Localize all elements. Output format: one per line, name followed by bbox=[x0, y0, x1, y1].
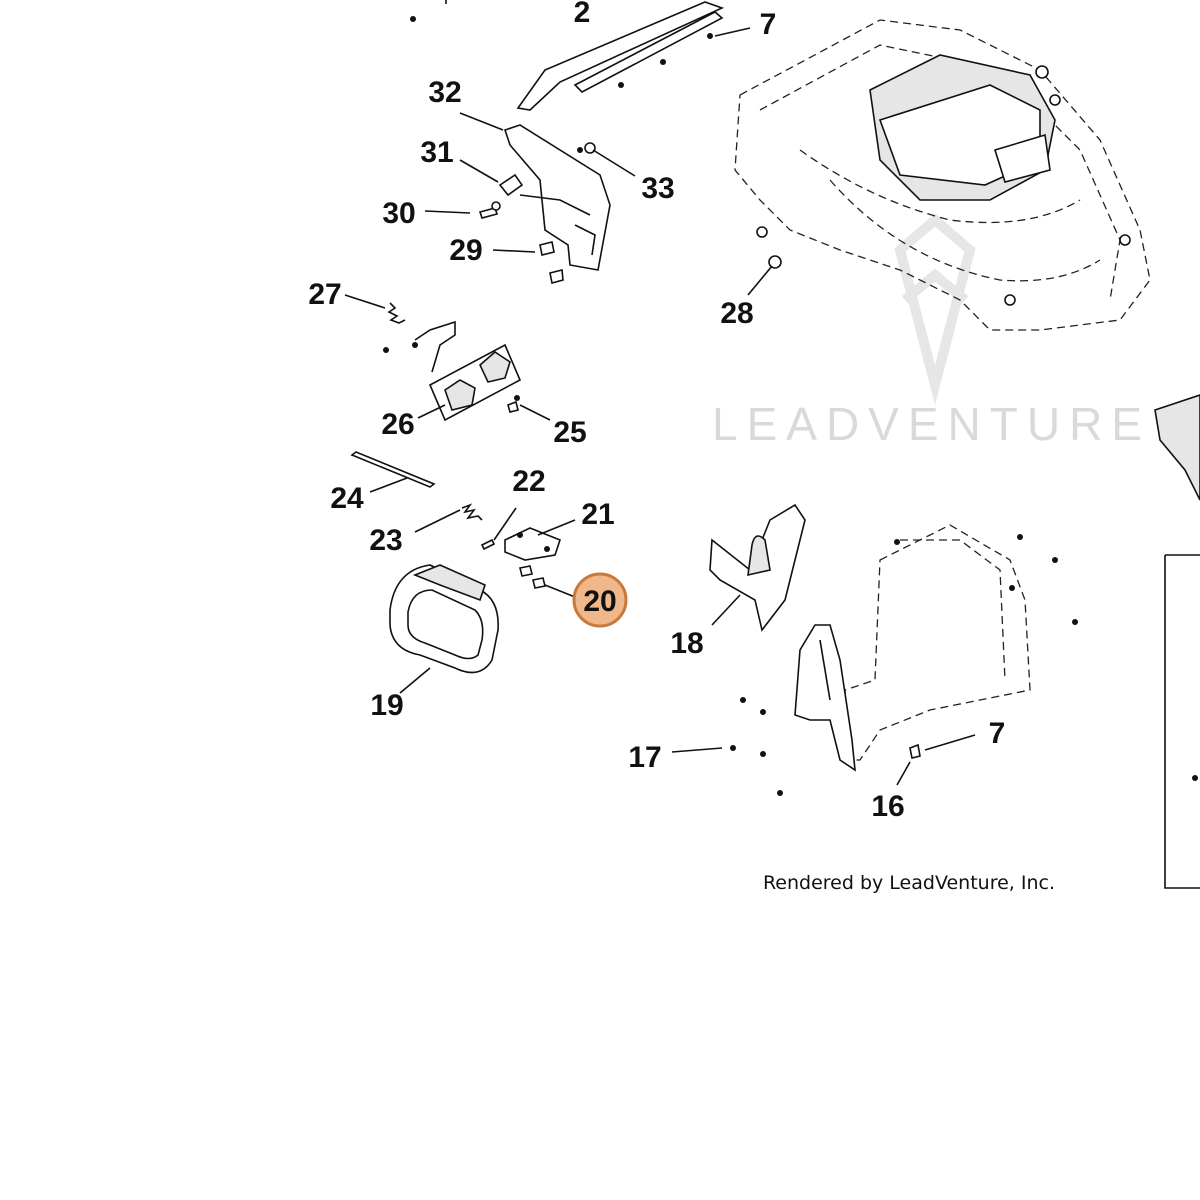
rod-part[interactable] bbox=[350, 451, 436, 488]
screw-part[interactable] bbox=[730, 534, 1078, 796]
callout-20-highlight[interactable]: 20 bbox=[572, 572, 628, 628]
leader-line bbox=[747, 265, 773, 296]
callout-7[interactable]: 7 bbox=[760, 8, 777, 41]
leader-line bbox=[459, 159, 499, 183]
torsion-spring-part[interactable] bbox=[461, 503, 483, 521]
hinge-bracket-part[interactable] bbox=[504, 527, 561, 561]
callout-7-lower[interactable]: 7 bbox=[989, 717, 1006, 750]
callout-27[interactable]: 27 bbox=[308, 278, 341, 311]
watermark-logo-icon bbox=[894, 213, 976, 405]
callout-33[interactable]: 33 bbox=[641, 172, 674, 205]
callout-26[interactable]: 26 bbox=[381, 408, 414, 441]
discharge-chute-part[interactable] bbox=[709, 503, 806, 632]
pin-part[interactable] bbox=[480, 538, 496, 551]
leader-line bbox=[592, 149, 636, 177]
callout-16[interactable]: 16 bbox=[871, 790, 904, 823]
callout-2[interactable]: 2 bbox=[574, 0, 591, 29]
clip-part[interactable] bbox=[909, 743, 921, 759]
leader-line bbox=[519, 404, 551, 421]
screw-part[interactable] bbox=[478, 142, 596, 284]
leader-line bbox=[924, 734, 976, 751]
callout-23[interactable]: 23 bbox=[369, 524, 402, 557]
blade-bracket-part[interactable] bbox=[410, 0, 725, 111]
callout-18[interactable]: 18 bbox=[670, 627, 703, 660]
watermark-text: LEADVENTURE bbox=[712, 398, 1151, 450]
callout-30[interactable]: 30 bbox=[382, 197, 415, 230]
leader-line bbox=[537, 519, 576, 536]
callout-22[interactable]: 22 bbox=[512, 465, 545, 498]
callout-19[interactable]: 19 bbox=[370, 689, 403, 722]
leader-line bbox=[459, 112, 504, 131]
spring-part[interactable] bbox=[387, 302, 406, 324]
leader-line bbox=[424, 210, 471, 214]
leader-line bbox=[369, 477, 408, 493]
leader-line bbox=[711, 594, 741, 626]
leader-line bbox=[544, 584, 576, 598]
leader-line bbox=[493, 507, 517, 541]
callout-24[interactable]: 24 bbox=[330, 482, 364, 515]
screw-part-20[interactable] bbox=[519, 565, 546, 589]
render-credit: Rendered by LeadVenture, Inc. bbox=[763, 872, 1055, 894]
callout-21[interactable]: 21 bbox=[581, 498, 614, 531]
rear-housing-outline bbox=[794, 524, 1031, 772]
callout-32[interactable]: 32 bbox=[428, 76, 461, 109]
leader-line bbox=[399, 667, 431, 694]
spring-clip-part[interactable] bbox=[498, 173, 524, 197]
discharge-bracket-part[interactable] bbox=[503, 124, 611, 271]
leader-line bbox=[492, 249, 536, 253]
leader-line bbox=[714, 27, 751, 37]
leader-line bbox=[417, 404, 446, 419]
callout-28[interactable]: 28 bbox=[720, 297, 753, 330]
leader-line bbox=[414, 509, 461, 533]
callout-20[interactable]: 20 bbox=[583, 585, 616, 618]
mower-deck-outline bbox=[734, 19, 1151, 331]
leader-line bbox=[896, 761, 911, 786]
screw-part[interactable] bbox=[507, 395, 520, 413]
leader-line bbox=[344, 294, 386, 309]
callout-29[interactable]: 29 bbox=[449, 234, 482, 267]
lever-assembly-part[interactable] bbox=[383, 320, 522, 422]
leader-line bbox=[671, 747, 723, 753]
callout-31[interactable]: 31 bbox=[420, 136, 453, 169]
grass-bag-frame-part[interactable] bbox=[389, 564, 499, 674]
callout-25[interactable]: 25 bbox=[553, 416, 586, 449]
callout-17[interactable]: 17 bbox=[628, 741, 661, 774]
side-cover-part bbox=[1154, 394, 1200, 889]
